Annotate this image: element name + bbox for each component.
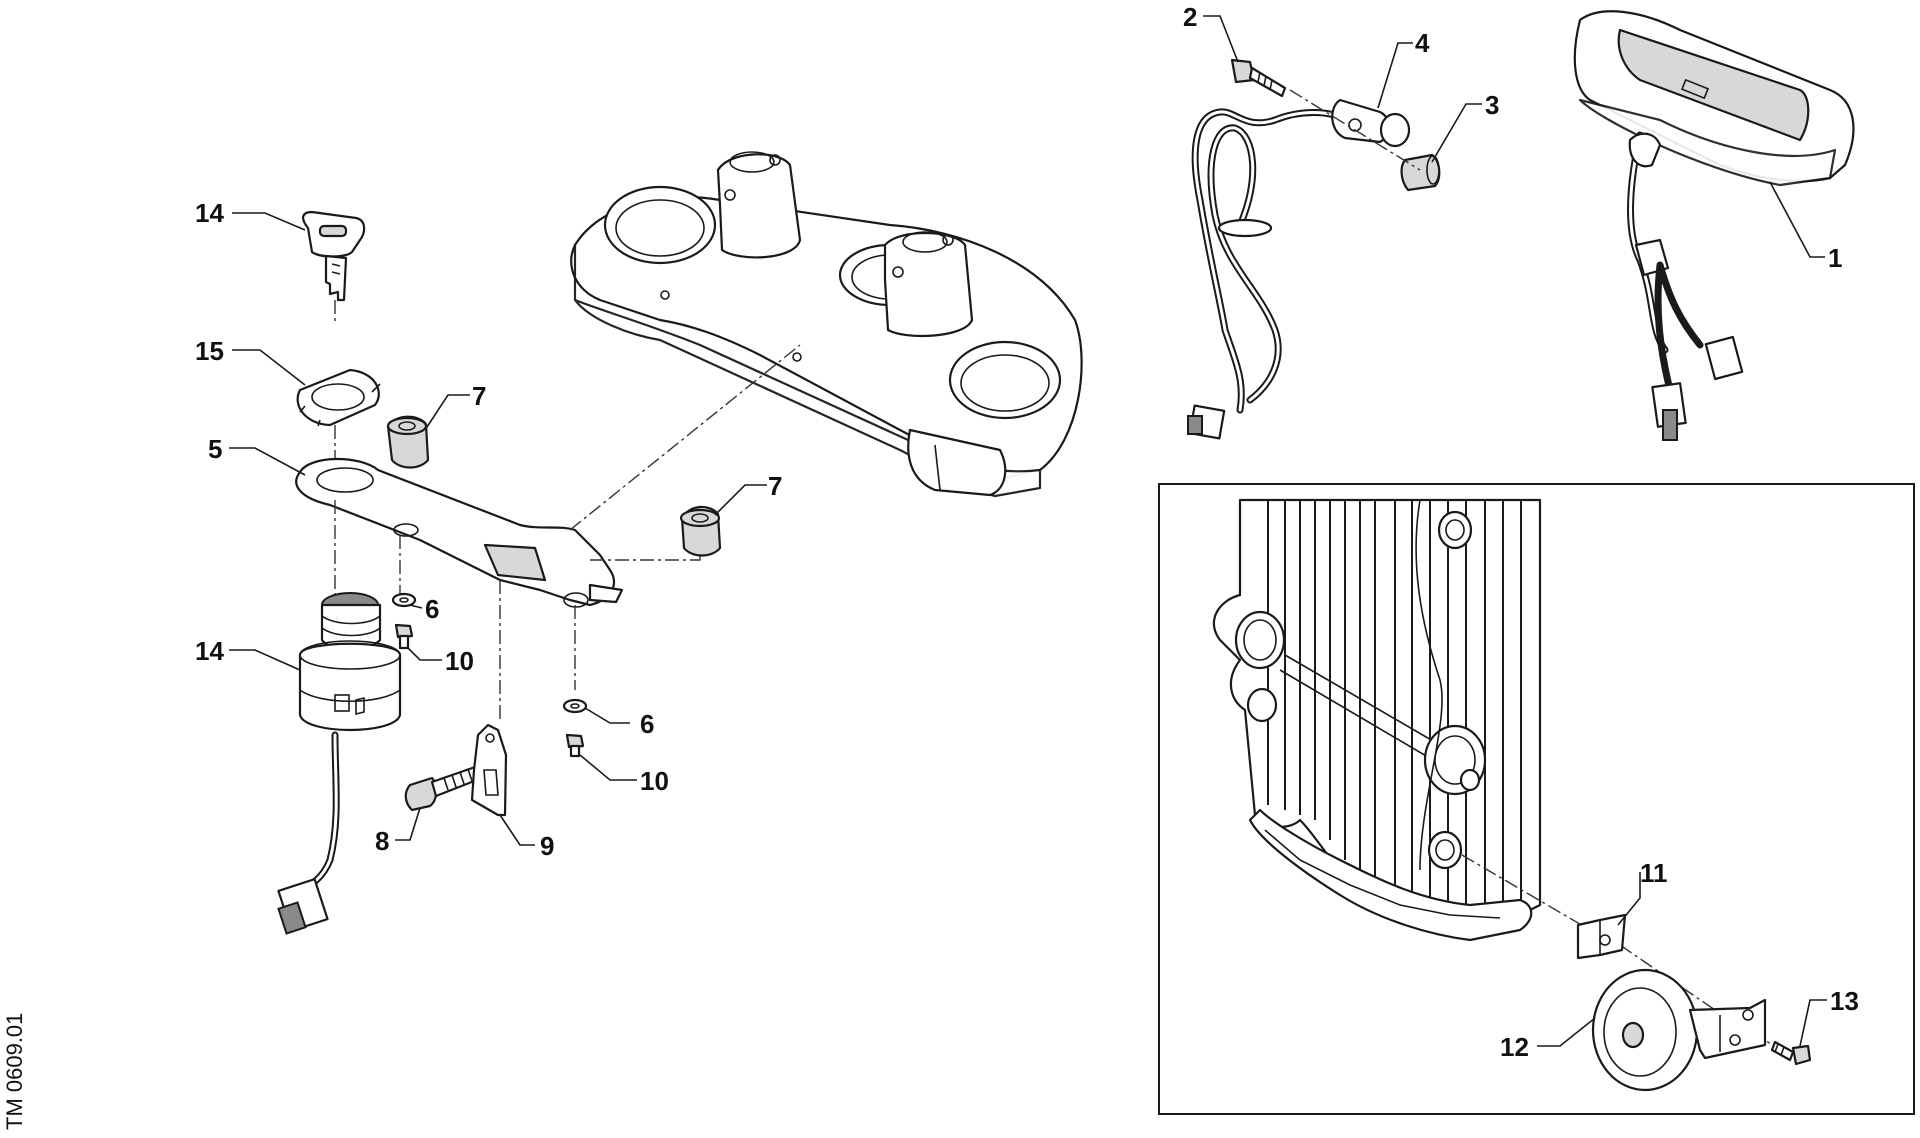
horn-12 — [1591, 968, 1767, 1092]
callout-4: 4 — [1415, 28, 1430, 58]
callout-8: 8 — [375, 826, 389, 856]
lock-ring — [296, 368, 381, 427]
callout-7b: 7 — [768, 471, 782, 501]
callout-6a: 6 — [425, 594, 439, 624]
callout-14-key: 14 — [195, 198, 224, 228]
rubber-grommet-7b — [679, 505, 722, 557]
callout-10a: 10 — [445, 646, 474, 676]
washer-screw-set-b — [562, 698, 588, 758]
callout-9: 9 — [540, 831, 554, 861]
callout-2: 2 — [1183, 2, 1197, 32]
clip-11 — [1576, 913, 1627, 960]
triple-clamp — [570, 151, 1083, 498]
ignition-switch-key — [302, 210, 366, 302]
callout-15: 15 — [195, 336, 224, 366]
callout-6b: 6 — [640, 709, 654, 739]
mounting-bracket — [295, 457, 624, 608]
horn-inset-frame — [1158, 483, 1915, 1115]
callout-7a: 7 — [472, 381, 486, 411]
callout-labels: 14 15 5 14 7 7 6 10 6 10 8 9 2 4 3 1 11 … — [195, 2, 1859, 1062]
callout-1: 1 — [1828, 243, 1842, 273]
screw-13 — [1770, 1040, 1812, 1066]
callout-10b: 10 — [640, 766, 669, 796]
callout-3: 3 — [1485, 90, 1499, 120]
bolt-8 — [404, 764, 484, 812]
callout-14-lock: 14 — [195, 636, 224, 666]
callout-13: 13 — [1830, 986, 1859, 1016]
leader-lines — [229, 15, 1827, 1047]
rubber-grommet-7a — [386, 415, 430, 469]
plate-9 — [470, 723, 508, 817]
callout-11: 11 — [1640, 858, 1668, 888]
callout-5: 5 — [208, 434, 222, 464]
speed-sensor — [1187, 58, 1441, 440]
drawing-code: TM 0609.01 — [2, 1013, 27, 1130]
instrument-panel — [1573, 10, 1855, 441]
washer-screw-set-a — [391, 592, 417, 650]
ignition-lock — [277, 592, 402, 935]
callout-12: 12 — [1500, 1032, 1529, 1062]
